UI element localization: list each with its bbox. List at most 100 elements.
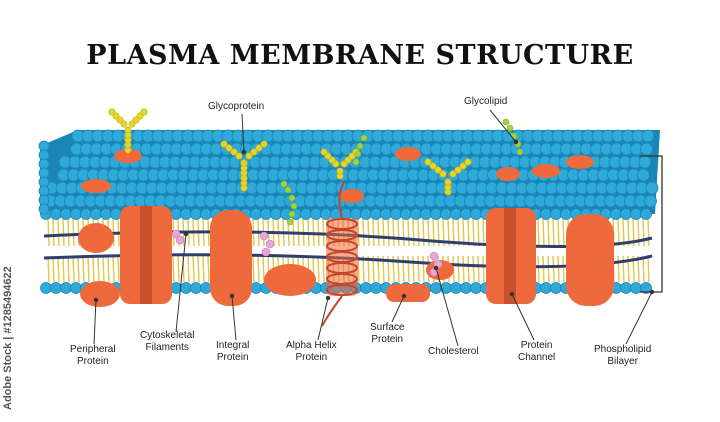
lipid-tail xyxy=(422,218,425,247)
sugar-bead xyxy=(336,167,344,175)
glycolipid-bead xyxy=(288,210,296,218)
lipid-tail xyxy=(482,255,485,283)
glycolipid-bead xyxy=(354,150,362,158)
lipid-tail xyxy=(617,218,620,247)
integral-protein-right xyxy=(566,214,614,306)
lipid-tail xyxy=(457,255,460,283)
helix-body xyxy=(326,218,358,296)
sugar-bead xyxy=(225,144,233,152)
lipid-head xyxy=(640,282,652,294)
lipid-tail xyxy=(367,218,370,247)
lipid-tail xyxy=(417,218,420,247)
sugar-bead xyxy=(250,148,258,156)
lipid-tail xyxy=(402,255,405,283)
label-cholesterol: Cholesterol xyxy=(428,346,479,357)
lipid-tail xyxy=(107,255,110,283)
lipid-head xyxy=(50,208,62,220)
lipid-head xyxy=(70,208,82,220)
lipid-head xyxy=(190,282,202,294)
lipid-tail xyxy=(197,255,200,283)
lipid-head xyxy=(630,282,642,294)
leader-line xyxy=(317,297,329,341)
proteins xyxy=(78,206,614,307)
label-line: Cytoskeletal xyxy=(140,330,195,341)
lipid-tail xyxy=(552,218,555,247)
lipid-head xyxy=(430,208,442,220)
lipid-tail xyxy=(322,255,325,283)
lipid-head xyxy=(80,208,92,220)
label-line: Protein xyxy=(76,356,109,367)
lipid-head xyxy=(38,194,50,206)
lipid-tail xyxy=(72,255,75,283)
surface-bump xyxy=(395,147,421,161)
lipid-tail xyxy=(462,255,465,283)
surface-bump xyxy=(81,179,111,193)
label-line: Protein xyxy=(520,340,553,351)
leader-dot xyxy=(229,293,235,299)
lipid-head xyxy=(70,282,82,294)
lipid-head xyxy=(200,208,212,220)
protein-channel-pore xyxy=(140,206,152,304)
label-line: Protein xyxy=(295,352,328,363)
glycolipid-bead xyxy=(286,218,294,226)
leader-dot xyxy=(241,149,247,155)
integral-protein xyxy=(210,210,252,306)
lipid-head xyxy=(410,208,422,220)
leader-dot xyxy=(509,291,515,297)
lipid-tail xyxy=(562,218,565,247)
leader-line xyxy=(435,267,459,347)
surface-bump xyxy=(114,149,142,163)
lipid-tail xyxy=(647,255,650,283)
leader-dot xyxy=(513,139,519,145)
surface-bump xyxy=(496,167,520,181)
lipid-head xyxy=(645,181,659,195)
glycolipid-bead xyxy=(356,142,364,150)
sugar-bead xyxy=(449,170,457,178)
lipid-head xyxy=(38,149,50,161)
lipid-tail xyxy=(552,255,555,283)
lipid-tail xyxy=(462,218,465,247)
lipid-head xyxy=(50,282,62,294)
surface-bump xyxy=(566,155,594,169)
lipid-tail xyxy=(542,218,545,247)
leader-lines xyxy=(93,109,655,347)
interior-protein xyxy=(78,223,114,253)
lipid-tail xyxy=(257,255,260,283)
lipid-head xyxy=(550,208,562,220)
lipid-head xyxy=(250,282,262,294)
lipid-tail xyxy=(547,255,550,283)
lipid-tail xyxy=(622,218,625,247)
lipid-tail xyxy=(52,255,55,283)
label-glycoprotein: Glycoprotein xyxy=(208,101,265,112)
diagram-title: PLASMA MEMBRANE STRUCTURE xyxy=(86,40,634,71)
lipid-head xyxy=(641,129,655,143)
lipid-head xyxy=(370,208,382,220)
lipid-head xyxy=(380,208,392,220)
label-protein-channel: Protein Channel xyxy=(518,340,555,364)
label-line: Alpha Helix xyxy=(286,340,337,351)
sugar-bead xyxy=(220,140,228,148)
label-peripheral-protein: Peripheral Protein xyxy=(70,344,116,368)
lipid-tail xyxy=(392,218,395,247)
lipid-head xyxy=(550,282,562,294)
cholesterol xyxy=(171,229,443,277)
lipid-head xyxy=(180,208,192,220)
lipid-head xyxy=(460,282,472,294)
lipid-head xyxy=(38,140,50,152)
lipid-head xyxy=(260,208,272,220)
sugar-bead xyxy=(260,140,268,148)
lipid-tail xyxy=(542,255,545,283)
lipid-head xyxy=(300,208,312,220)
lipid-tail xyxy=(417,255,420,283)
lipid-tail xyxy=(67,218,70,247)
lipid-tail xyxy=(82,255,85,283)
lipid-head xyxy=(270,208,282,220)
glycolipid-bead xyxy=(506,124,514,132)
lipid-tail xyxy=(262,255,265,283)
surface-protein xyxy=(386,284,430,302)
cholesterol-bead xyxy=(429,251,439,261)
lipid-head xyxy=(350,208,362,220)
glycolipid-bead xyxy=(288,194,296,202)
leader-dot xyxy=(433,265,439,271)
